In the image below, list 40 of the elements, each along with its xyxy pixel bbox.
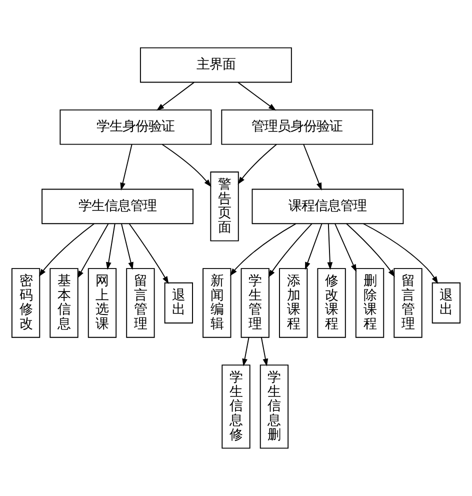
arrow xyxy=(260,337,268,366)
node-box: 留言管理 xyxy=(394,268,422,338)
arrow xyxy=(128,223,169,284)
arrow xyxy=(305,223,322,270)
arrow xyxy=(162,144,212,188)
node-box: 退出 xyxy=(164,282,193,324)
node-box: 修改课程 xyxy=(317,268,346,338)
arrow xyxy=(238,82,276,111)
node-box: 密码修改 xyxy=(11,268,40,338)
arrow xyxy=(230,223,296,276)
arrow xyxy=(38,223,95,277)
node-box: 网上选课 xyxy=(88,268,117,338)
node-box: 基本信息 xyxy=(50,268,78,338)
node-box: 添加课程 xyxy=(279,268,308,338)
node-box: 学生信息删 xyxy=(260,364,289,449)
node-box: 主界面 xyxy=(140,47,292,83)
node-box: 学生管理 xyxy=(240,268,270,338)
arrow xyxy=(120,144,132,190)
arrow xyxy=(156,82,194,111)
node-box: 退出 xyxy=(432,282,461,324)
arrow xyxy=(121,223,134,270)
arrow xyxy=(106,223,116,270)
arrow xyxy=(268,223,312,278)
node-box: 留言管理 xyxy=(126,268,155,338)
node-box: 管理员身份验证 xyxy=(221,109,374,145)
node-box: 新闻编辑 xyxy=(202,268,232,338)
arrow xyxy=(77,223,109,278)
arrow xyxy=(362,223,438,284)
arrow xyxy=(346,223,395,278)
arrow xyxy=(327,223,333,270)
arrow xyxy=(238,144,277,184)
arrow xyxy=(242,337,250,366)
node-box: 警告页面 xyxy=(210,172,239,242)
arrow xyxy=(303,144,322,190)
node-box: 学生信息修 xyxy=(222,364,250,449)
node-box: 课程信息管理 xyxy=(252,188,404,224)
node-box: 学生身份验证 xyxy=(60,109,212,145)
node-box: 删除课程 xyxy=(355,268,384,338)
arrow xyxy=(334,223,356,272)
node-box: 学生信息管理 xyxy=(42,188,194,224)
